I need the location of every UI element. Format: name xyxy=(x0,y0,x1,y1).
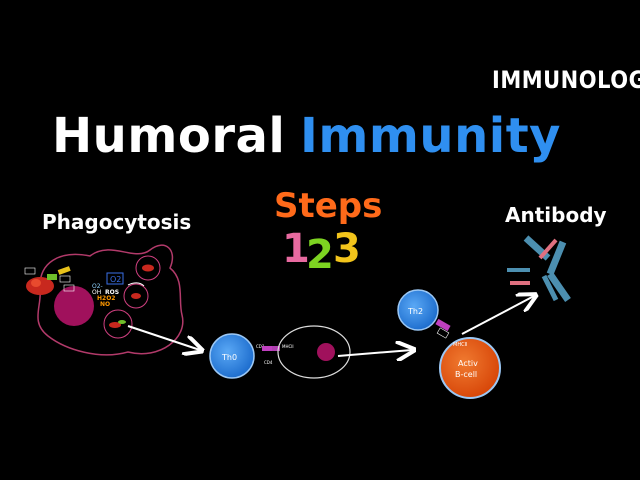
no-text: NO xyxy=(100,301,110,308)
curved-arrow-icon xyxy=(127,282,145,287)
macrophage-nucleus xyxy=(54,286,94,326)
phagosome-top xyxy=(135,255,161,281)
th2-label: Th2 xyxy=(407,307,423,316)
step-number-2: 2 xyxy=(306,232,334,278)
title-immunity: Immunity xyxy=(300,108,561,164)
phagolysosome xyxy=(103,309,133,339)
oh-text: OH xyxy=(92,289,101,296)
bcell-activ-label: Activ xyxy=(458,359,478,368)
bacterium-fragment-red xyxy=(109,322,121,328)
bacterium-icon xyxy=(26,277,54,295)
receptor-box-3 xyxy=(63,284,75,292)
o2-text: O2 xyxy=(110,275,121,284)
bcell-label: B-cell xyxy=(455,370,477,379)
cd4-label: CD4 xyxy=(264,360,273,365)
th2-receptor xyxy=(435,318,451,332)
step-number-3: 3 xyxy=(333,226,361,272)
apc-cell xyxy=(277,325,351,379)
antibody-label: Antibody xyxy=(505,203,607,227)
topic-label: IMMUNOLOGY xyxy=(492,66,640,94)
arrow-macrophage-to-th0 xyxy=(127,325,200,350)
phagosome-mid xyxy=(123,283,149,309)
receptor-box-1 xyxy=(24,267,36,275)
bacterium-small-1 xyxy=(142,264,154,272)
title-humoral: Humoral xyxy=(52,108,286,164)
step-number-1: 1 xyxy=(282,226,310,272)
macrophage-outline xyxy=(37,244,184,356)
th0-label: Th0 xyxy=(221,353,237,362)
arrow-apc-to-th2 xyxy=(337,350,412,356)
th2-receptor-outline xyxy=(436,327,450,339)
steps-label: Steps xyxy=(274,186,383,226)
phagocytosis-label: Phagocytosis xyxy=(42,210,192,234)
receptor-green-icon xyxy=(47,274,57,280)
h2o2-text: H2O2 xyxy=(97,295,115,302)
ros-text: ROS xyxy=(105,289,119,296)
b-cell xyxy=(439,337,501,399)
th2-cell xyxy=(397,289,439,331)
mhc2-label: MHCII xyxy=(282,344,294,349)
receptor-yellow-icon xyxy=(57,266,71,275)
receptor-box-2 xyxy=(59,275,71,283)
cd3-label: CD3 xyxy=(256,344,265,349)
mhc2-b-label: MHCII xyxy=(453,342,468,348)
antibody-icon xyxy=(507,235,571,302)
th0-cell xyxy=(209,333,255,379)
mhc-receptor xyxy=(272,346,280,351)
arrow-bcell-to-antibody xyxy=(461,296,534,335)
bacterium-fragment-green xyxy=(118,320,126,324)
tcr-receptor xyxy=(262,346,272,351)
bacterium-small-2 xyxy=(131,293,141,299)
apc-nucleus xyxy=(317,343,335,361)
o2-box xyxy=(106,272,124,285)
o2-minus-text: O2- xyxy=(92,283,103,290)
